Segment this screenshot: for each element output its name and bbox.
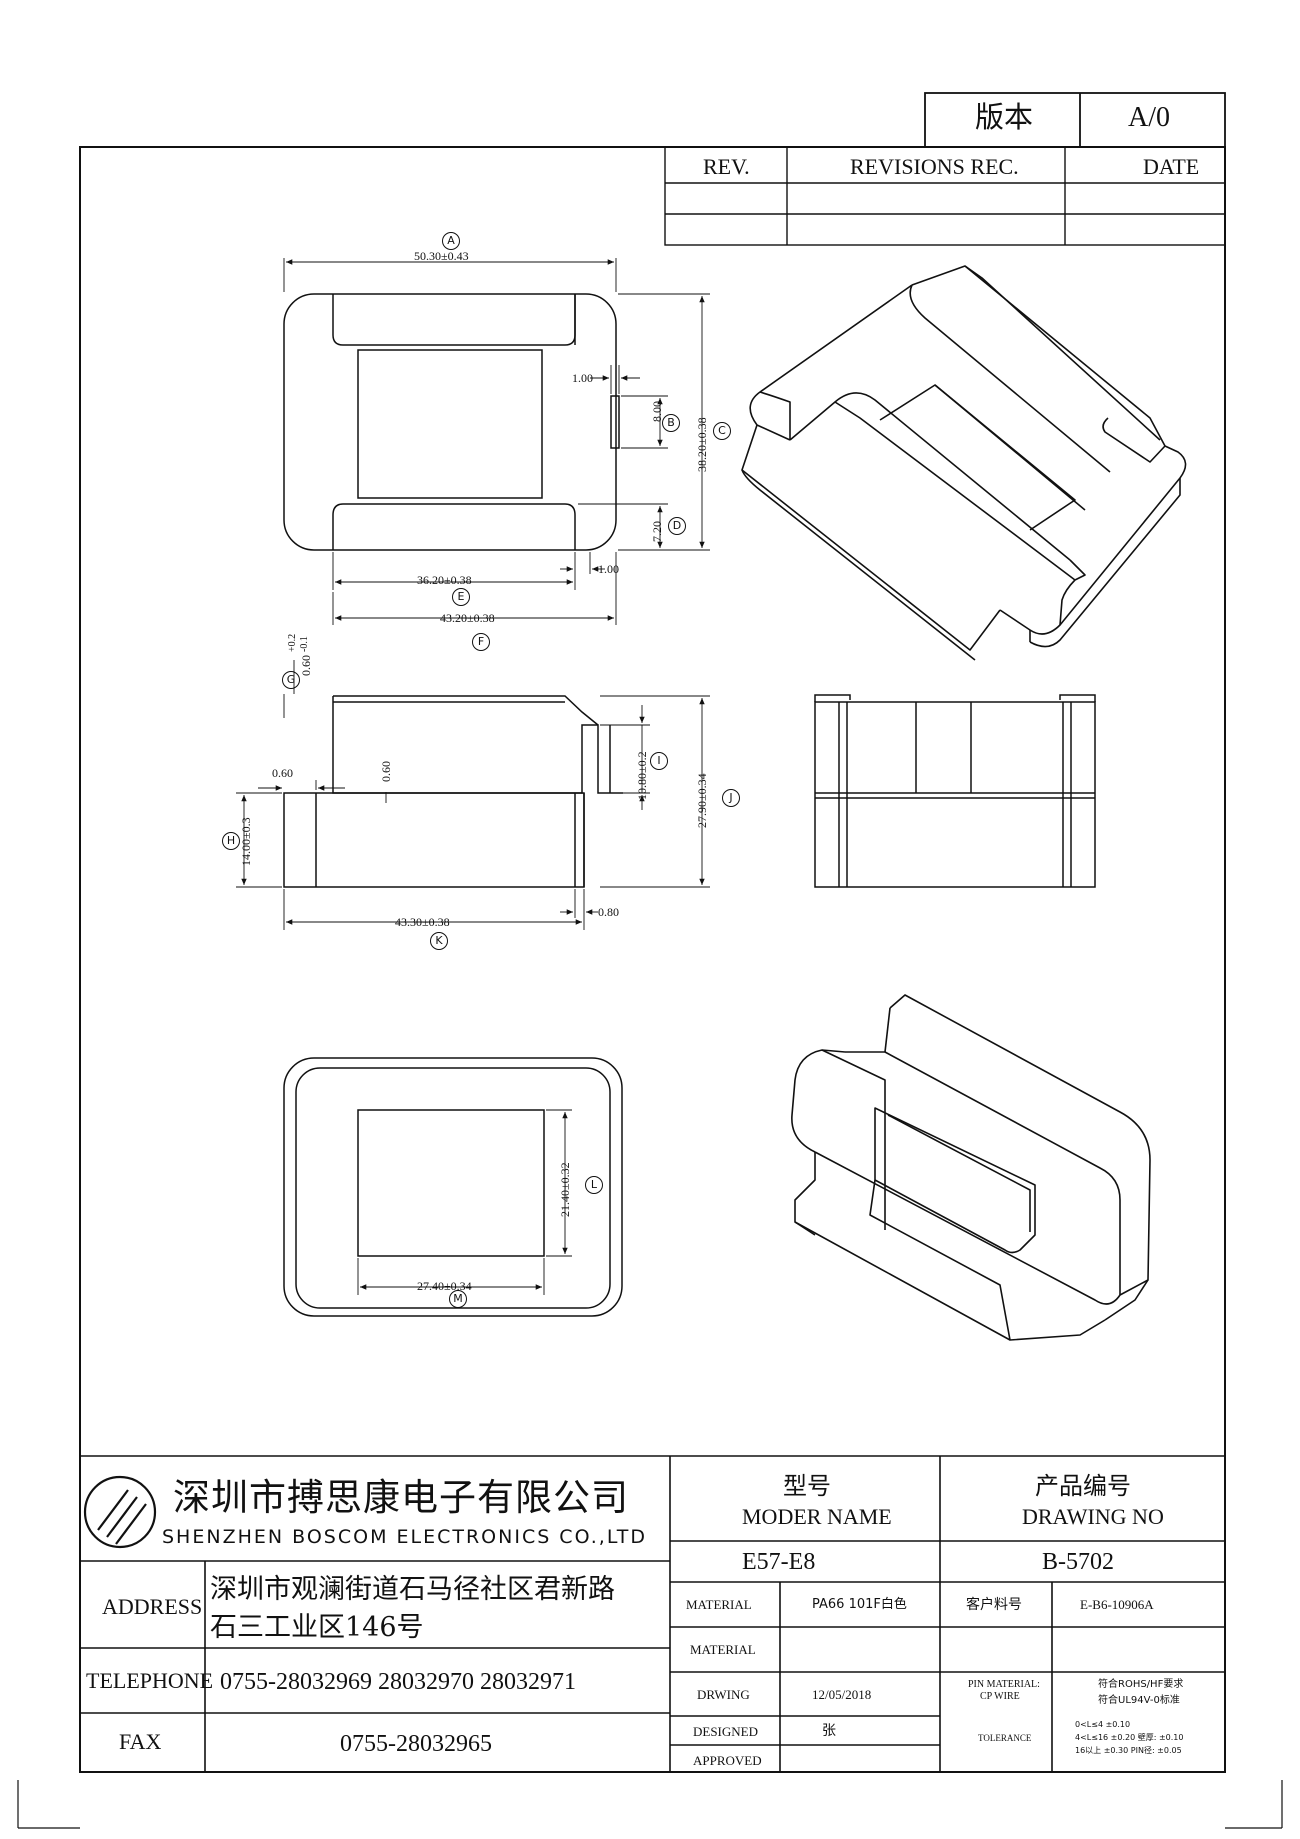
version-label: 版本 (975, 100, 1034, 134)
dim-M: 27.40±0.34 (417, 1279, 472, 1293)
balloon-C: C (713, 422, 731, 440)
rohs-line1: 符合ROHS/HF要求 (1098, 1679, 1184, 1690)
crop-marks (17, 1780, 1283, 1829)
dim-K: 43.30±0.38 (395, 915, 450, 929)
dim-1-00-bottom: 1.00 (598, 562, 619, 576)
drawing-border (79, 146, 1226, 1773)
material-label: MATERIAL (686, 1597, 752, 1612)
side-view-dims (236, 660, 710, 930)
tolerance-line3: 16以上 ±0.30 PIN径: ±0.05 (1075, 1746, 1182, 1755)
front-view (814, 694, 1096, 888)
balloon-E: E (452, 588, 470, 606)
address-label: ADDRESS (102, 1594, 203, 1619)
rohs-line2: 符合UL94V-0标准 (1098, 1695, 1180, 1706)
balloon-D: D (668, 517, 686, 535)
designed-value: 张 (822, 1723, 836, 1739)
isometric-view-bottom (791, 994, 1151, 1341)
dim-0-80: 0.80 (598, 905, 619, 919)
balloon-K: K (430, 932, 448, 950)
tolerance-line1: 0<L≤4 ±0.10 (1075, 1720, 1131, 1729)
designed-label: DESIGNED (693, 1724, 758, 1739)
dim-G-tol-minus: -0.1 (299, 636, 310, 652)
customer-part-value: E-B6-10906A (1080, 1597, 1154, 1612)
dim-G-tol-plus: +0.2 (287, 633, 298, 652)
dim-J: 27.90±0.34 (695, 773, 709, 828)
company-name-en: SHENZHEN BOSCOM ELECTRONICS CO.,LTD (162, 1526, 648, 1548)
fax-value: 0755-28032965 (340, 1731, 492, 1757)
dim-A: 50.30±0.43 (414, 249, 469, 263)
telephone-label: TELEPHONE (86, 1668, 214, 1693)
side-view (283, 695, 623, 888)
dim-F: 43.20±0.38 (440, 611, 495, 625)
telephone-value: 0755-28032969 28032970 28032971 (220, 1669, 576, 1695)
version-value: A/0 (1128, 102, 1170, 133)
balloon-L: L (585, 1176, 603, 1194)
pin-material-label-1: PIN MATERIAL: (968, 1679, 1040, 1690)
tolerance-label: TOLERANCE (978, 1733, 1032, 1743)
dim-0-60-inner: 0.60 (379, 761, 393, 782)
drawing-label-en: DRAWING NO (1022, 1504, 1164, 1529)
revision-table (664, 146, 1226, 246)
dim-G: 0.60 (299, 655, 313, 676)
fax-label: FAX (119, 1729, 162, 1754)
dim-B: 8.00 (650, 401, 664, 422)
bottom-view (283, 1057, 623, 1317)
dim-H: 14.00±0.3 (239, 817, 253, 866)
drawing-value: B-5702 (1042, 1549, 1114, 1575)
balloon-G: G (282, 671, 300, 689)
dim-C: 38.20±0.38 (695, 417, 709, 472)
top-view-dims (283, 258, 710, 625)
title-block-grid (80, 1455, 1225, 1772)
dim-1-00-top: 1.00 (572, 371, 593, 385)
balloon-B: B (662, 414, 680, 432)
address-line2: 石三工业区146号 (210, 1612, 424, 1643)
pin-material-label-2: CP WIRE (980, 1691, 1020, 1702)
model-label-cn: 型号 (783, 1472, 831, 1500)
isometric-view-top (741, 265, 1187, 661)
dim-D: 7.20 (650, 521, 664, 542)
tolerance-line2: 4<L≤16 ±0.20 壁厚: ±0.10 (1075, 1733, 1184, 1742)
model-label-en: MODER NAME (742, 1504, 892, 1529)
material2-label: MATERIAL (690, 1642, 756, 1657)
balloon-A: A (442, 232, 460, 250)
address-line1: 深圳市观澜街道石马径社区君新路 (210, 1574, 615, 1605)
bottom-view-dims (357, 1109, 572, 1295)
balloon-J: J (722, 789, 740, 807)
balloon-F: F (472, 633, 490, 651)
balloon-M: M (449, 1290, 467, 1308)
company-name-cn: 深圳市搏思康电子有限公司 (173, 1476, 629, 1519)
top-view (283, 293, 620, 551)
drwing-label: DRWING (697, 1687, 750, 1702)
date-header: DATE (1143, 154, 1200, 179)
version-box (924, 92, 1226, 148)
dim-0-60-left: 0.60 (272, 766, 293, 780)
rev-header: REV. (703, 154, 750, 179)
drwing-value: 12/05/2018 (812, 1687, 872, 1702)
dim-L: 21.40±0.32 (558, 1162, 572, 1217)
customer-part-label: 客户料号 (966, 1597, 1022, 1613)
balloon-I: I (650, 752, 668, 770)
drawing-label-cn: 产品编号 (1035, 1472, 1131, 1500)
boscom-logo (83, 1475, 157, 1549)
model-value: E57-E8 (742, 1549, 816, 1575)
dim-I: 10.80±0.2 (635, 751, 649, 800)
revisions-rec-header: REVISIONS REC. (850, 154, 1019, 179)
balloon-H: H (222, 832, 240, 850)
material-value: PA66 101F白色 (812, 1597, 907, 1612)
approved-label: APPROVED (693, 1753, 762, 1768)
dim-E: 36.20±0.38 (417, 573, 472, 587)
